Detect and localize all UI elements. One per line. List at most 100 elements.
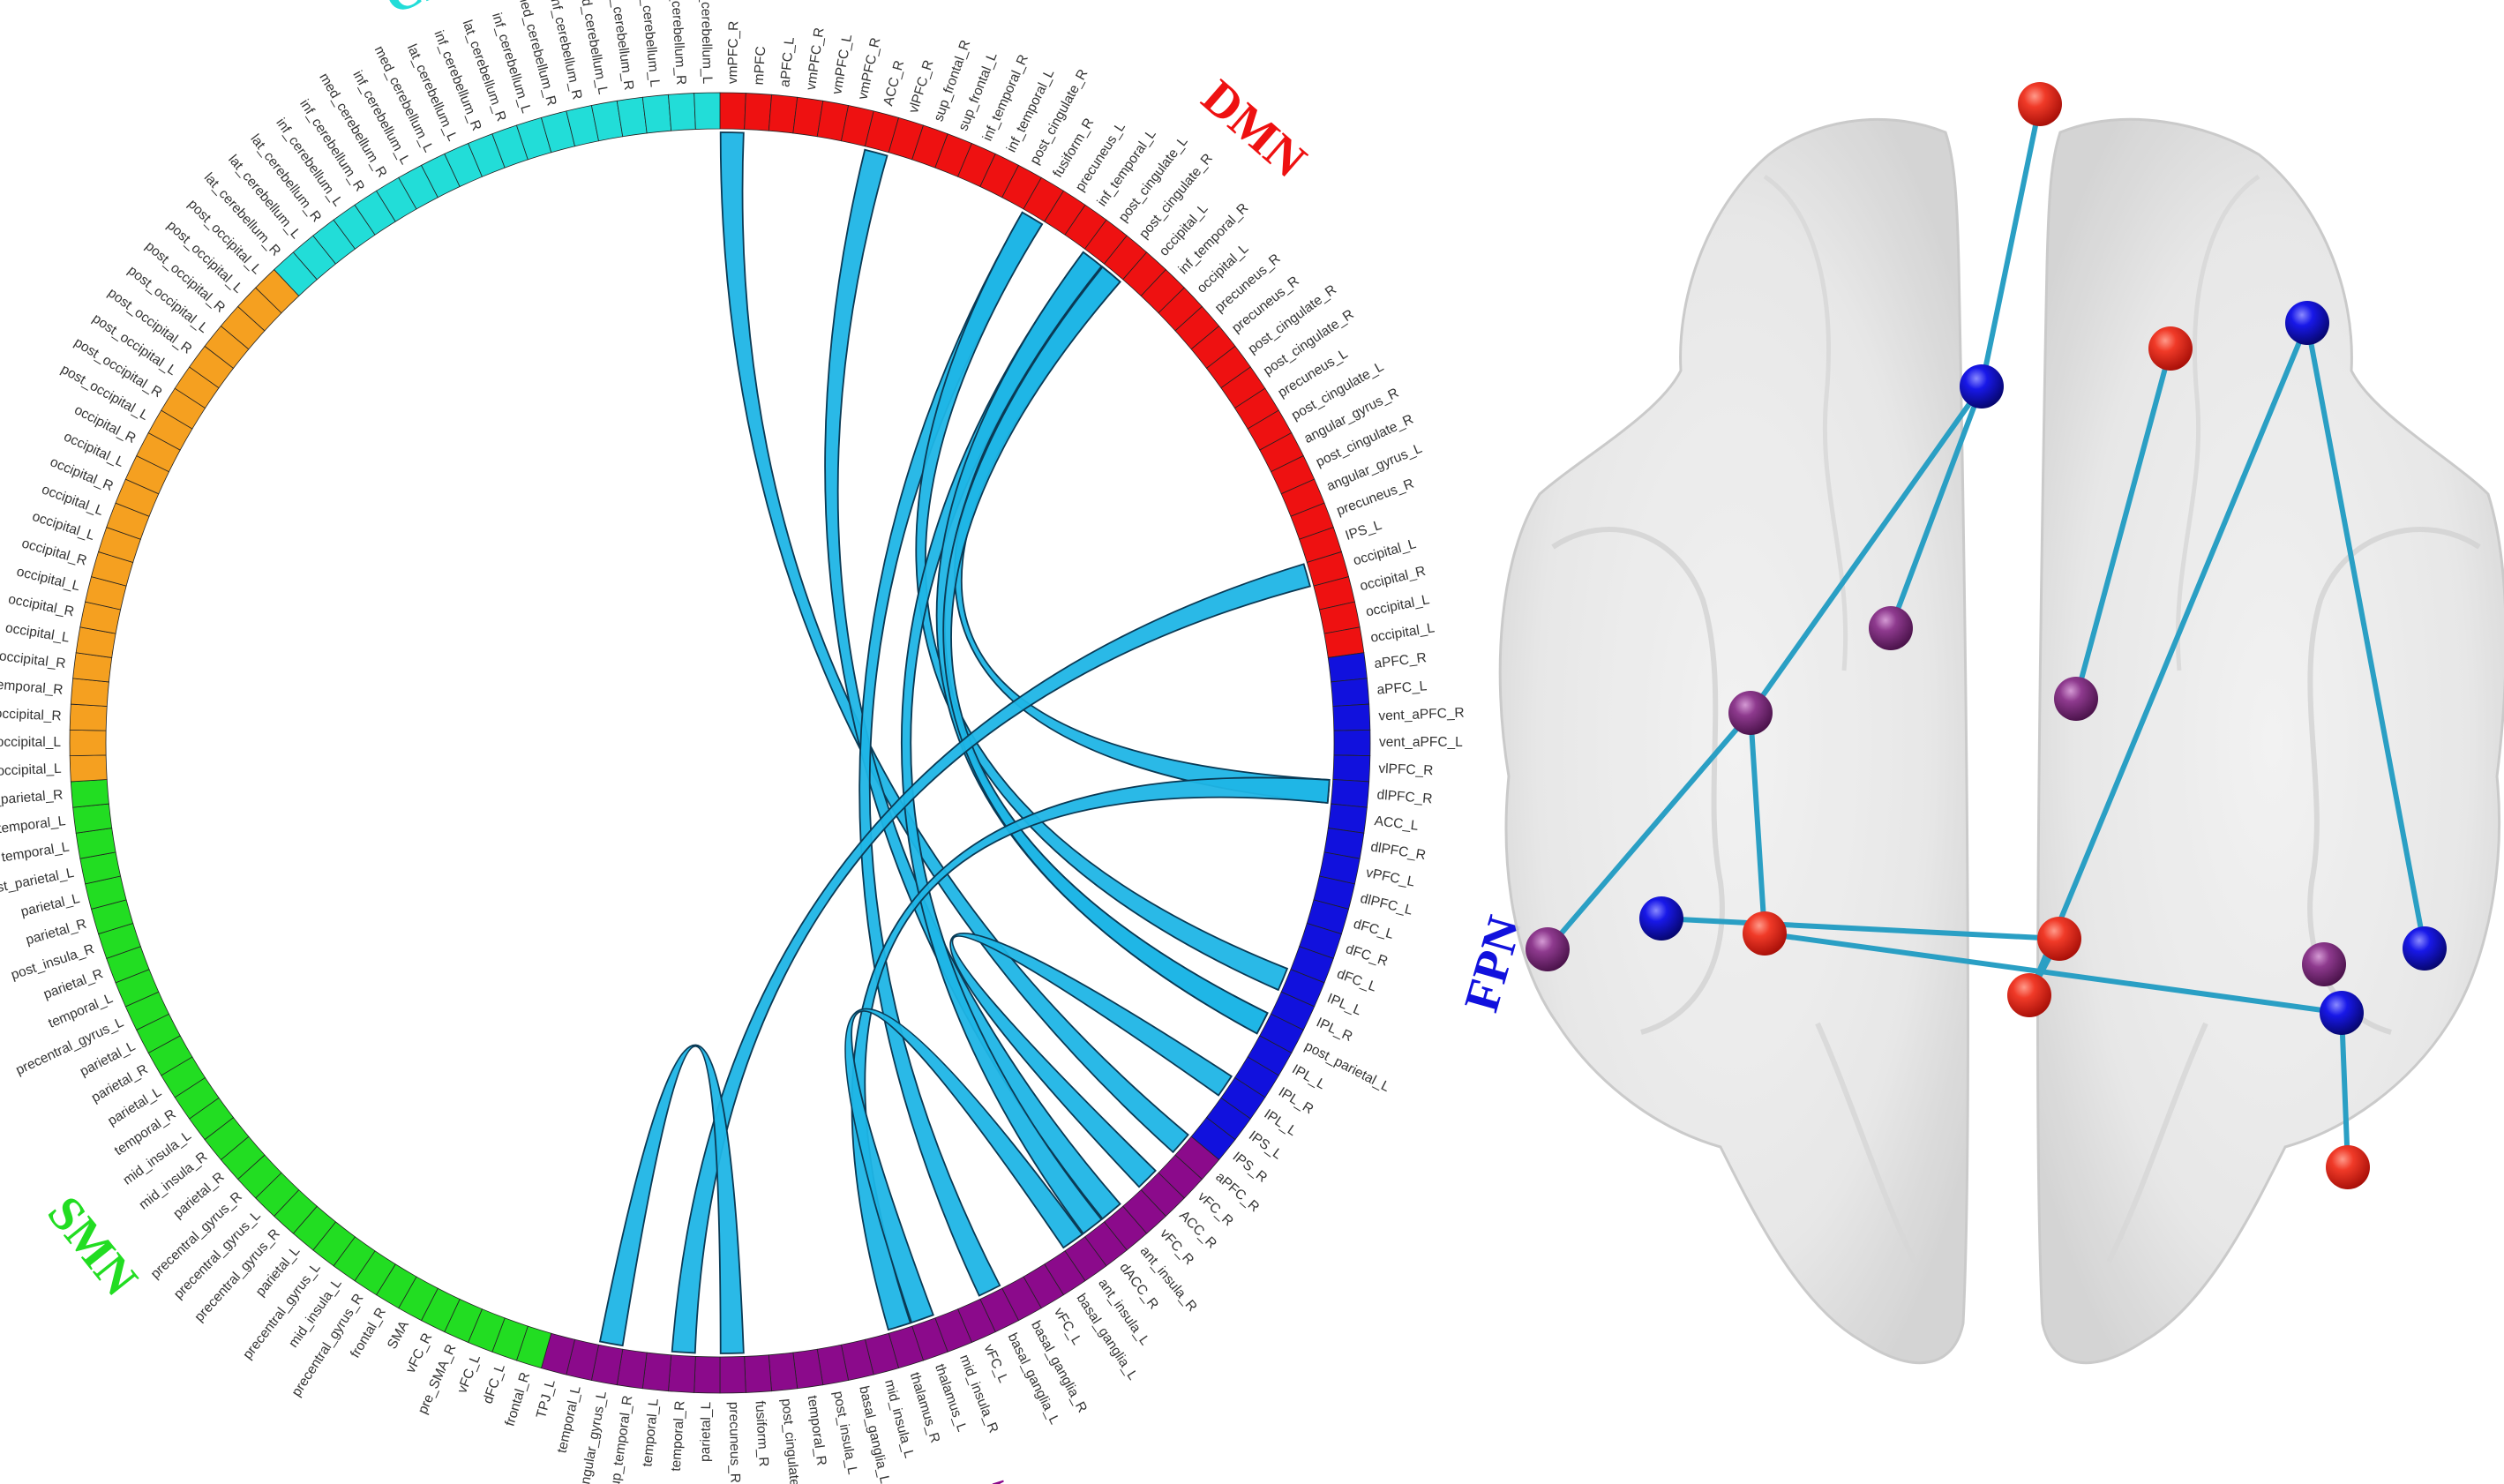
region-label: frontal_R — [502, 1370, 533, 1428]
region-label: ACC_R — [881, 59, 907, 108]
ring-segment — [641, 94, 672, 134]
brain-node — [1743, 911, 1787, 956]
brain-node — [1526, 927, 1570, 971]
region-label: vFC_R — [403, 1330, 436, 1375]
ring-segment — [693, 92, 721, 130]
region-label: temporal_L — [640, 1398, 662, 1467]
region-label: inf_cerebellum_L — [637, 0, 663, 88]
connection-chord — [954, 266, 1331, 804]
connection-chord — [942, 266, 1269, 1035]
brain-node — [2007, 973, 2051, 1017]
ring-segment — [70, 779, 109, 808]
region-label: vFC_L — [454, 1353, 484, 1396]
ring-segment — [1331, 678, 1370, 707]
region-label: IPS_L — [1344, 518, 1384, 543]
ring-segment — [693, 1356, 721, 1394]
region-label: angular_gyrus_L — [577, 1390, 610, 1484]
region-label: IPL_R — [1314, 1015, 1354, 1045]
brain-node — [2037, 917, 2081, 961]
brain-node — [2018, 82, 2062, 126]
region-label: dFC_L — [1352, 917, 1396, 942]
region-label: occipital_L — [1369, 620, 1436, 645]
region-label: parietal_L — [19, 891, 82, 920]
brain-edge — [2027, 320, 2310, 998]
brain-node — [1960, 364, 2004, 408]
region-label: parietal_R — [24, 917, 88, 948]
brain-edge — [1748, 710, 1767, 936]
region-label: occipital_L — [30, 509, 96, 543]
region-label: ACC_L — [1374, 813, 1420, 834]
region-label: SMA — [385, 1318, 412, 1352]
region-label: post_cingulate_L — [778, 1398, 804, 1484]
brain-edge — [2305, 320, 2427, 951]
region-label: vmPFC_R — [804, 26, 828, 91]
brain-node — [1639, 896, 1683, 941]
region-label: occipital_R — [7, 592, 76, 620]
region-label: occipital_L — [15, 564, 82, 594]
network-label: DMN — [1191, 70, 1316, 189]
region-label: mid_insula_L — [881, 1378, 917, 1460]
ring-segment — [768, 1352, 798, 1392]
region-label: occipital_R — [0, 648, 66, 671]
region-label: IPL_L — [1261, 1106, 1299, 1139]
connection-chord — [949, 932, 1233, 1188]
region-label: IPL_L — [1325, 991, 1364, 1019]
region-label: TPJ_L — [534, 1378, 559, 1420]
brain-edge — [1545, 710, 1753, 952]
region-label: post_insula_L — [830, 1390, 860, 1476]
region-label: IPS_L — [1246, 1128, 1285, 1163]
brain-edge — [1979, 101, 2043, 389]
ring-segment — [70, 678, 109, 707]
brain-node — [1869, 606, 1913, 650]
region-label: inf_cerebellum_L — [698, 0, 715, 85]
region-label: vent_aPFC_R — [1378, 706, 1465, 724]
brain-nodes — [1526, 82, 2447, 1189]
region-label: occipital_R — [0, 706, 62, 723]
ring-segment — [616, 96, 648, 138]
connection-chord — [719, 131, 1189, 1154]
connection-chords — [598, 131, 1331, 1354]
network-label: SMN — [37, 1187, 148, 1307]
brain-glass-view — [1498, 82, 2504, 1365]
network-label: CN — [377, 0, 463, 26]
brain-node — [2320, 991, 2364, 1035]
brain-edge — [1748, 384, 1984, 716]
region-label: dFC_R — [1344, 941, 1390, 970]
ring-segment — [69, 703, 108, 731]
region-label: occipital_R — [1359, 564, 1428, 594]
region-label: precuneus_R — [726, 1402, 743, 1484]
ring-segment — [69, 754, 108, 783]
region-label: temporal_R — [669, 1400, 688, 1472]
brain-edge — [1659, 916, 2062, 941]
region-label: sup_parietal_R — [0, 787, 64, 809]
region-label: vmPFC_R — [855, 36, 883, 101]
connection-chord — [915, 211, 1289, 992]
brain-node — [2326, 1145, 2370, 1189]
network-labels: DMNFPNCONSMNVNCN — [0, 0, 1533, 1484]
region-label: aPFC_L — [777, 36, 798, 88]
ring-segment — [69, 729, 107, 757]
connection-chord — [851, 776, 1331, 1331]
region-label: dlPFC_R — [1369, 840, 1427, 864]
ring-segment — [1327, 652, 1368, 683]
region-label: occipital_L — [1365, 592, 1432, 619]
brain-node — [2148, 326, 2193, 371]
region-label: aPFC_L — [1376, 678, 1428, 697]
region-label: temporal_R — [0, 677, 64, 697]
region-label: temporal_R — [805, 1395, 829, 1467]
brain-node — [2302, 942, 2346, 986]
region-label: vFC_L — [981, 1342, 1011, 1385]
ring-segment — [744, 93, 772, 131]
brain-node — [2285, 301, 2329, 345]
region-label: vmPFC_R — [725, 21, 741, 85]
region-label: occipital_L — [4, 620, 71, 645]
region-label: temporal_L — [554, 1384, 584, 1455]
brain-node — [2054, 677, 2098, 721]
ring-segment — [719, 1356, 746, 1394]
region-label: temporal_L — [0, 813, 67, 836]
ring-segment — [668, 93, 696, 131]
brain-node — [1728, 691, 1773, 735]
brain-outline — [1498, 117, 2504, 1365]
